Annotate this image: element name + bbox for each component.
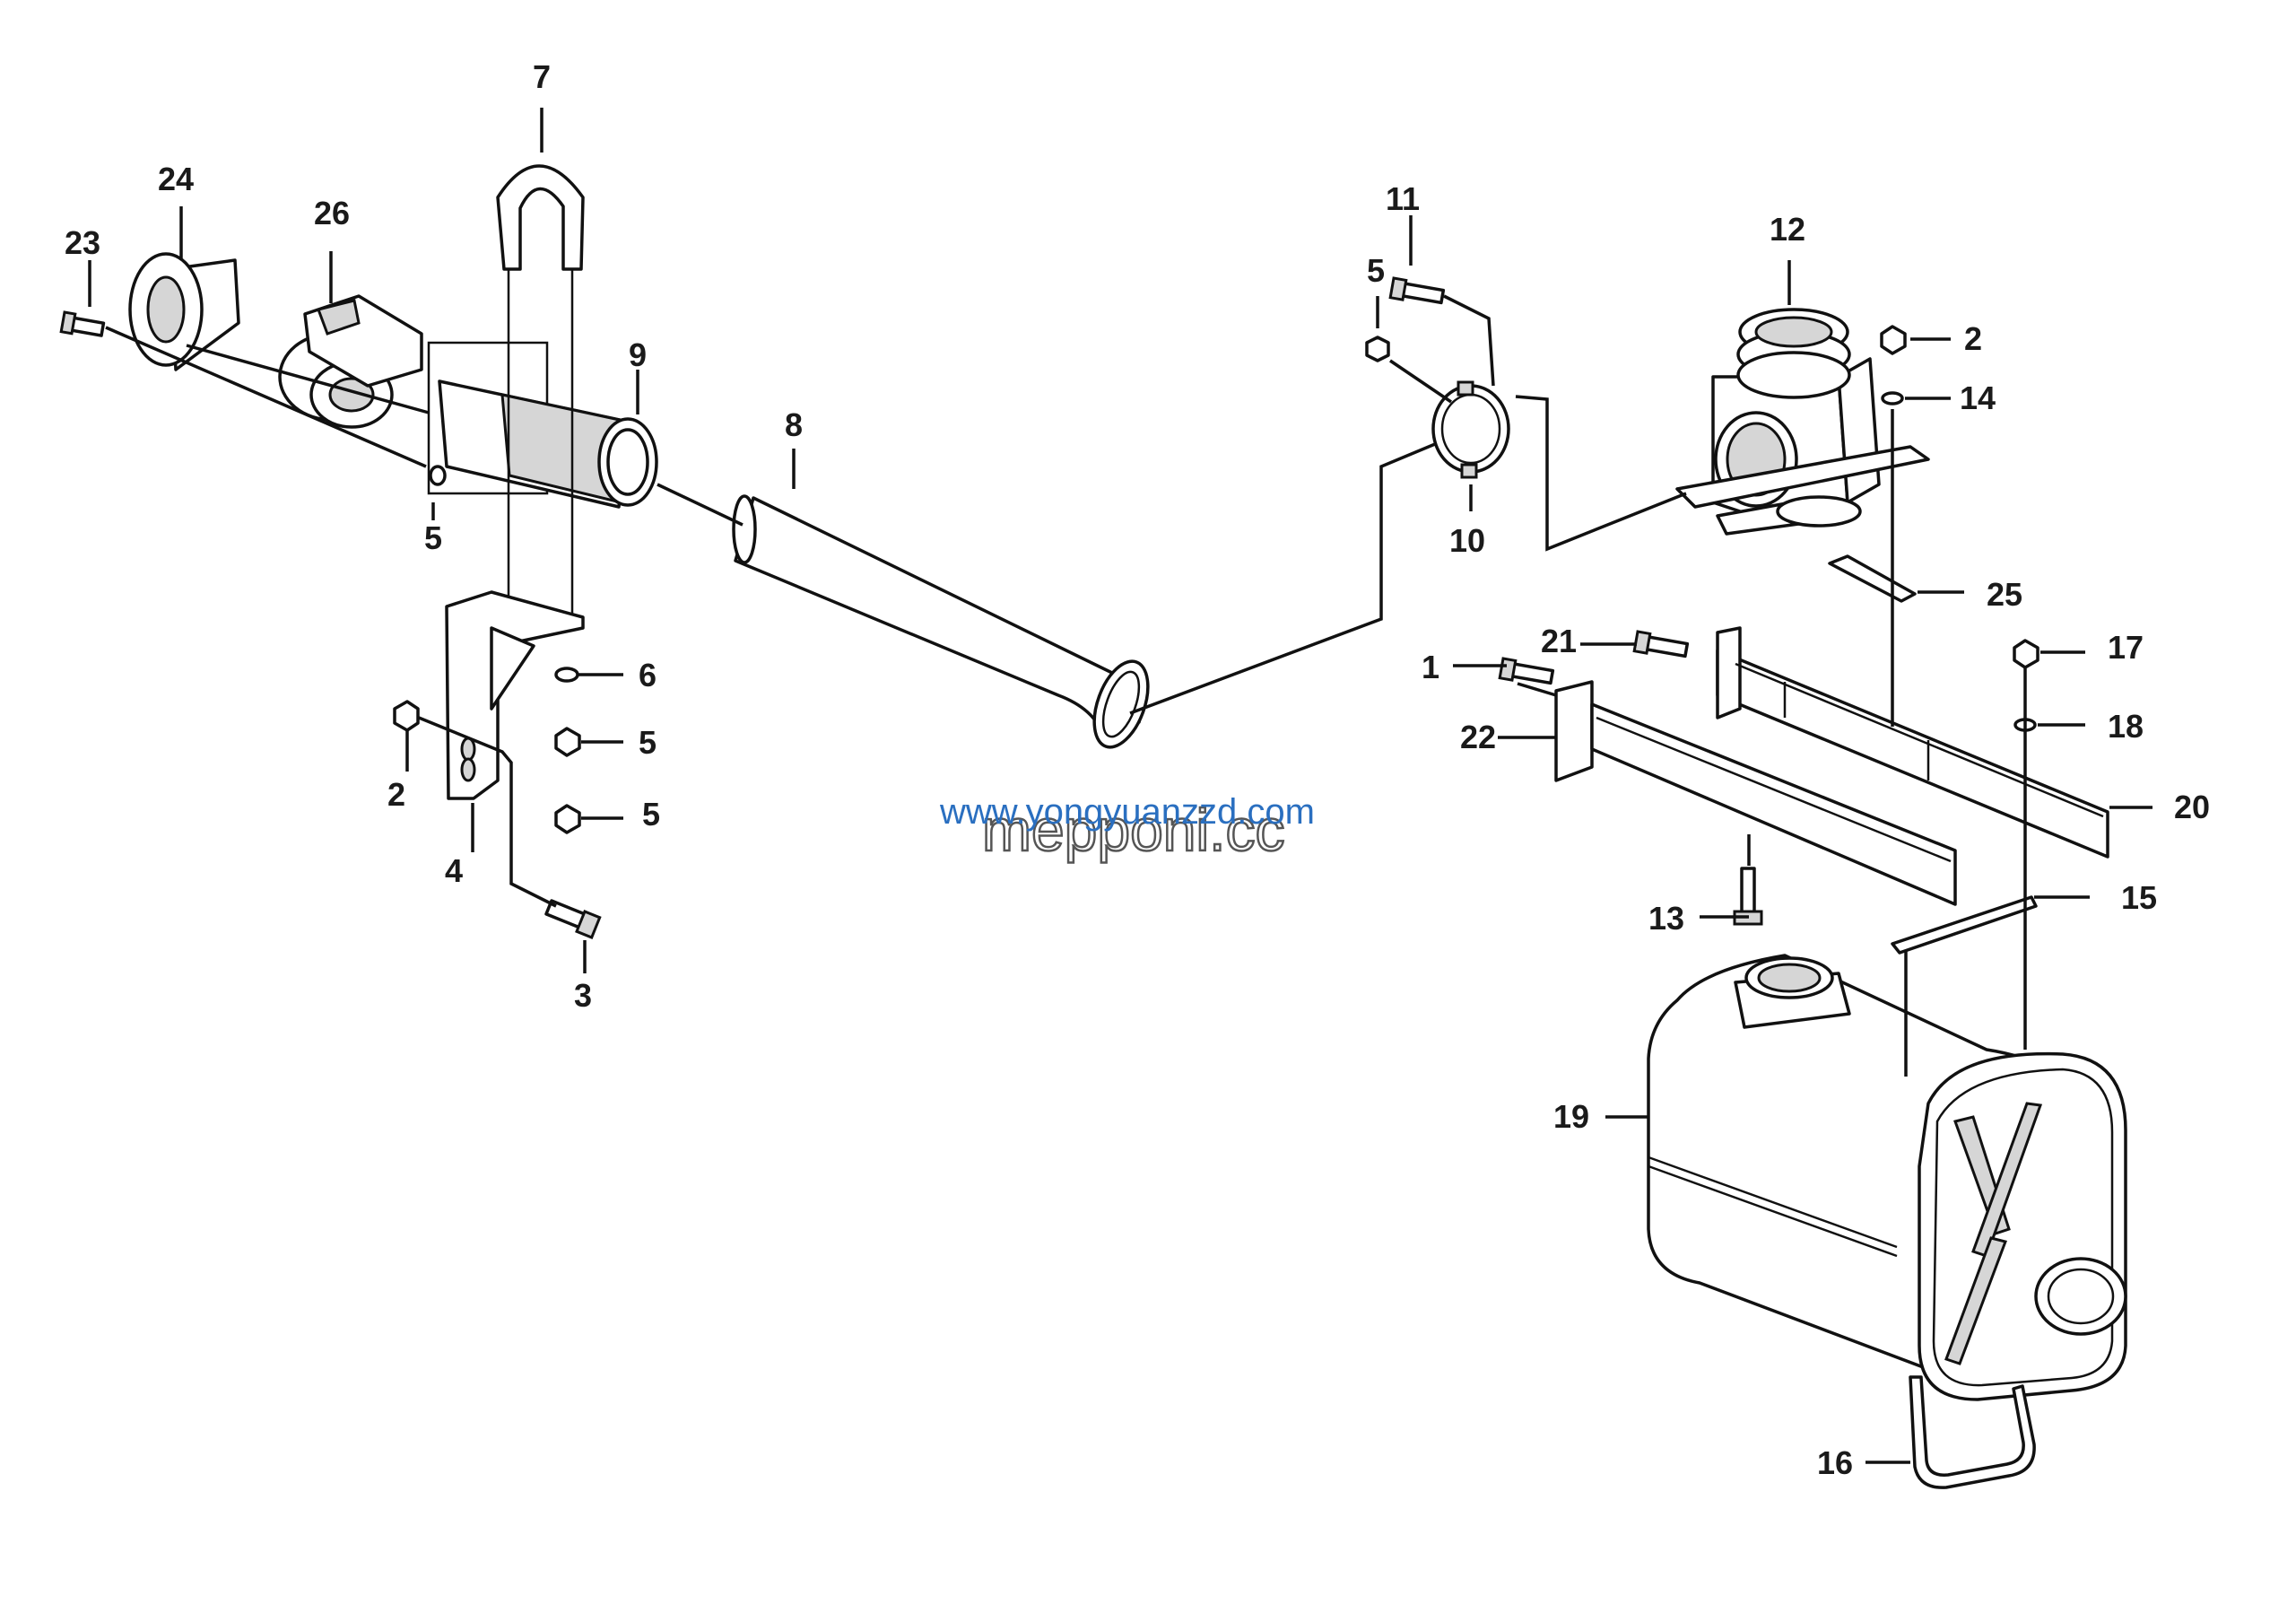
nut-5-upper <box>554 727 581 757</box>
bracket-4 <box>445 590 585 800</box>
callout-26: 26 <box>314 195 350 231</box>
callout-7: 7 <box>533 58 551 95</box>
callout-20: 20 <box>2174 789 2210 825</box>
flex-pipe-9 <box>438 379 658 509</box>
leader-lines <box>88 108 2152 1464</box>
callout-22: 22 <box>1460 719 1496 755</box>
callout-10: 10 <box>1449 522 1485 559</box>
nut-5-lower <box>554 804 581 834</box>
elbow-box-12 <box>1675 308 1930 536</box>
callout-5-left: 5 <box>424 519 442 556</box>
bolt-11 <box>1388 276 1446 305</box>
callout-25: 25 <box>1987 576 2022 613</box>
watermark-brand: mepponi.cc <box>982 797 1285 863</box>
bolt-3 <box>544 899 602 939</box>
callout-12: 12 <box>1770 211 1805 248</box>
exhaust-brake-26 <box>278 294 423 429</box>
strap-25 <box>1828 554 1917 603</box>
washer-5-right <box>1365 336 1390 362</box>
nut-17 <box>2013 639 2039 669</box>
bolt-23 <box>59 310 106 337</box>
callout-13: 13 <box>1648 900 1684 937</box>
strap-16 <box>1909 1375 2036 1489</box>
callout-4: 4 <box>445 852 463 889</box>
washer-5-left <box>429 465 447 486</box>
watermark-url: www.yongyuanzzd.com <box>939 792 1315 832</box>
bracket-22 <box>1554 680 1957 906</box>
callout-19: 19 <box>1553 1098 1589 1135</box>
clamp-10 <box>1431 380 1510 479</box>
u-clamp-7 <box>496 164 585 271</box>
washer-14 <box>1881 391 1904 406</box>
callout-24: 24 <box>158 161 194 197</box>
bracket-20 <box>1716 626 2109 859</box>
callout-2-left: 2 <box>387 776 405 813</box>
callout-5-upper: 5 <box>639 724 657 761</box>
callout-14: 14 <box>1960 379 1996 416</box>
strap-15 <box>1891 895 2038 955</box>
callout-16: 16 <box>1817 1444 1853 1481</box>
callout-21: 21 <box>1541 623 1577 659</box>
nut-2-left <box>393 700 420 732</box>
callout-15: 15 <box>2121 879 2157 916</box>
bolt-21 <box>1632 630 1690 658</box>
washer-6 <box>554 667 579 683</box>
muffler-19 <box>1647 954 2127 1401</box>
callout-23: 23 <box>65 224 100 261</box>
exhaust-pipe-8 <box>732 494 1150 749</box>
callout-6: 6 <box>639 657 657 693</box>
bolt-1 <box>1498 657 1555 685</box>
callout-11: 11 <box>1386 180 1420 217</box>
callout-5-lower: 5 <box>642 796 660 833</box>
callout-1: 1 <box>1422 649 1439 685</box>
callout-9: 9 <box>629 336 647 373</box>
nut-2-right <box>1880 325 1907 355</box>
callout-8: 8 <box>785 406 803 443</box>
callout-17: 17 <box>2108 629 2144 666</box>
callout-5-right: 5 <box>1367 252 1385 289</box>
callout-3: 3 <box>574 977 592 1014</box>
callout-2-right: 2 <box>1964 320 1982 357</box>
callout-18: 18 <box>2108 708 2144 745</box>
flange-24 <box>128 252 240 371</box>
